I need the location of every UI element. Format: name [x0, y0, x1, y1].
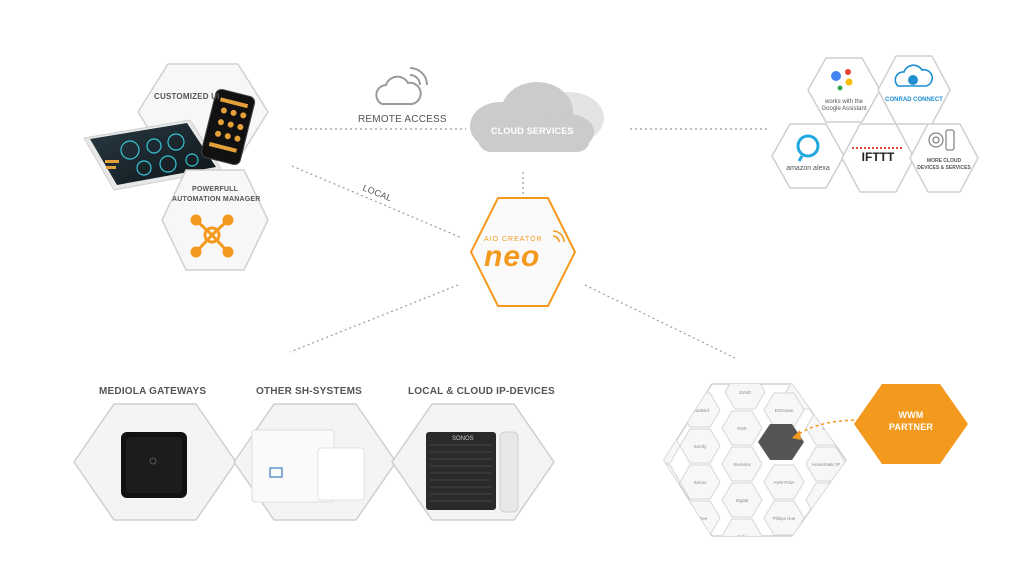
- protocol-label: AVM Fritz!: [774, 480, 795, 485]
- conrad-label: CONRAD CONNECT: [885, 97, 943, 103]
- honeycomb-cell: [724, 384, 766, 410]
- protocol-label: Mel: [656, 480, 663, 485]
- protocol-label: Somfy: [694, 444, 708, 449]
- customized-ui-label: CUSTOMIZED UI: [154, 92, 220, 101]
- partner-arrow-head: [792, 430, 801, 440]
- neo-hex: [469, 197, 577, 307]
- protocol-label: DoorBird: [691, 408, 709, 413]
- other-sh-systems-hex: [233, 403, 397, 521]
- google-label-2: Google Assistant: [821, 106, 867, 112]
- protocol-label: Gar: [822, 426, 830, 431]
- hex-google: [807, 57, 881, 123]
- line-neo-to-partner: [584, 284, 736, 359]
- remote-access-label: REMOTE ACCESS: [358, 114, 447, 125]
- cloud-services-cloud: [470, 82, 604, 152]
- tablet-device: [83, 119, 223, 191]
- more-label-1: MORE CLOUD: [926, 158, 962, 164]
- neo-brand-big: neo: [484, 240, 541, 273]
- protocol-label: Netatmo: [817, 534, 835, 539]
- hex-more: [909, 123, 979, 193]
- local-cloud-devices-hex: SONOS: [391, 403, 555, 521]
- protocol-label: Nuki: [737, 534, 746, 539]
- protocol-label: Siemens: [733, 462, 751, 467]
- more-label-2: DEVICES & SERVICES: [917, 165, 971, 171]
- partner-label: PARTNER: [888, 422, 934, 432]
- line-local-to-neo: [291, 165, 463, 239]
- protocol-label: Digital: [736, 498, 749, 503]
- mediola-gateways-title: MEDIOLA GATEWAYS: [99, 386, 207, 397]
- protocol-label: EnOcean: [775, 408, 794, 413]
- partner-center-cell: [758, 424, 804, 460]
- automation-manager-hex: [161, 169, 269, 271]
- google-label-1: works with the: [824, 99, 863, 105]
- line-neo-to-bottom-left: [289, 284, 459, 353]
- honeycomb-cell: [721, 482, 763, 518]
- more-devices-icon: [928, 129, 955, 151]
- cloud-services-label: CLOUD SERVICES: [491, 126, 574, 136]
- protocol-label: Philips Hue: [773, 516, 796, 521]
- protocol-label: Homematic IP: [812, 462, 840, 467]
- protocol-label: JUNG: [739, 390, 752, 395]
- protocol-label: Z-Wave: [818, 498, 834, 503]
- other-sh-systems-title: OTHER SH-SYSTEMS: [256, 386, 362, 397]
- connection-lines: [289, 128, 770, 359]
- honeycomb-cell: [763, 464, 805, 500]
- ifttt-text: IFTTT: [862, 150, 895, 164]
- alexa-icon: [796, 134, 820, 162]
- conrad-connect-icon: [894, 64, 934, 87]
- honeycomb-cell: [721, 446, 763, 482]
- alexa-label: amazon alexa: [786, 165, 830, 172]
- google-assistant-icon: [831, 69, 853, 91]
- automation-manager-label-1: POWERFULL: [192, 186, 239, 193]
- remote-cloud-icon: [375, 67, 428, 105]
- sonos-mark: SONOS: [452, 436, 474, 442]
- honeycomb-cell: [721, 518, 763, 536]
- protocol-label: KL: [803, 390, 809, 395]
- ifttt-logo: IFTTT: [852, 147, 904, 164]
- hex-conrad: [877, 55, 951, 125]
- protocol-label: KNX: [737, 426, 746, 431]
- wwm-label: WWM: [898, 410, 924, 420]
- neo-wifi-icon: [552, 230, 565, 243]
- local-cloud-devices-title: LOCAL & CLOUD IP-DEVICES: [408, 386, 555, 397]
- automation-hub-icon: [190, 214, 234, 258]
- mediola-gateway-hex: [73, 403, 237, 521]
- protocol-label: Sonos: [694, 480, 708, 485]
- automation-manager-label-2: AUTOMATION MANAGER: [172, 196, 261, 203]
- wwm-partner-hex: [854, 384, 968, 464]
- neo-brand-small: AIO CREATOR: [484, 236, 543, 243]
- honeycomb-cell: [721, 410, 763, 446]
- protocol-label: Oscam: [653, 444, 668, 449]
- honeycomb-cell: [805, 518, 846, 536]
- phone-device: [200, 88, 256, 166]
